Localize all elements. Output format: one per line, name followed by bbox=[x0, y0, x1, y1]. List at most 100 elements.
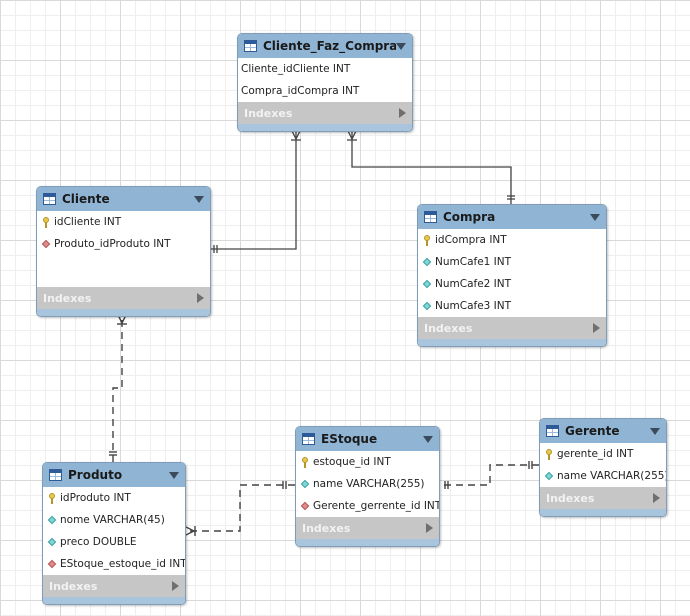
expand-icon[interactable] bbox=[399, 108, 406, 118]
primary-key-icon bbox=[301, 456, 310, 468]
column-row[interactable]: nome VARCHAR(45) bbox=[43, 509, 185, 531]
column-row[interactable]: name VARCHAR(255) bbox=[296, 473, 439, 495]
column-diamond-icon bbox=[423, 279, 432, 290]
column-label: EStoque_estoque_id INT bbox=[60, 558, 186, 570]
table-gerente[interactable]: Gerente gerente_id INT name VARCHAR(255)… bbox=[539, 418, 667, 517]
indexes-section[interactable]: Indexes bbox=[296, 517, 439, 539]
column-row[interactable]: idCompra INT bbox=[418, 229, 606, 251]
foreign-key-icon bbox=[301, 501, 310, 512]
column-diamond-icon bbox=[423, 257, 432, 268]
table-footer bbox=[238, 124, 412, 131]
table-icon bbox=[424, 211, 437, 223]
table-icon bbox=[49, 469, 62, 481]
table-header[interactable]: Gerente bbox=[540, 419, 666, 443]
indexes-section[interactable]: Indexes bbox=[37, 287, 210, 309]
relationship-produto-cliente[interactable] bbox=[109, 314, 127, 462]
primary-key-icon bbox=[48, 492, 57, 504]
table-title: Cliente bbox=[62, 192, 110, 206]
table-header[interactable]: Produto bbox=[43, 463, 185, 487]
column-diamond-icon bbox=[48, 537, 57, 548]
expand-icon[interactable] bbox=[653, 493, 660, 503]
table-title: EStoque bbox=[321, 432, 378, 446]
column-row[interactable]: Cliente_idCliente INT bbox=[238, 58, 412, 80]
column-row[interactable]: name VARCHAR(255) bbox=[540, 465, 666, 487]
table-title: Gerente bbox=[565, 424, 620, 438]
collapse-icon[interactable] bbox=[590, 213, 600, 221]
column-label: NumCafe3 INT bbox=[435, 300, 512, 312]
table-icon bbox=[546, 425, 559, 437]
column-row[interactable]: preco DOUBLE bbox=[43, 531, 185, 553]
column-diamond-icon bbox=[423, 301, 432, 312]
column-row[interactable]: Gerente_gerrente_id INT bbox=[296, 495, 439, 517]
collapse-icon[interactable] bbox=[650, 427, 660, 435]
table-header[interactable]: EStoque bbox=[296, 427, 439, 451]
column-row[interactable]: EStoque_estoque_id INT bbox=[43, 553, 185, 575]
column-row[interactable]: idProduto INT bbox=[43, 487, 185, 509]
indexes-section[interactable]: Indexes bbox=[418, 317, 606, 339]
collapse-icon[interactable] bbox=[194, 195, 204, 203]
column-diamond-icon bbox=[48, 515, 57, 526]
relationship-estoque-produto[interactable] bbox=[185, 481, 295, 536]
table-compra[interactable]: Compra idCompra INT NumCafe1 INT NumCafe… bbox=[417, 204, 607, 347]
column-label: name VARCHAR(255) bbox=[313, 478, 425, 490]
expand-icon[interactable] bbox=[426, 523, 433, 533]
collapse-icon[interactable] bbox=[169, 471, 179, 479]
table-header[interactable]: Compra bbox=[418, 205, 606, 229]
primary-key-icon bbox=[42, 216, 51, 228]
table-footer bbox=[296, 539, 439, 546]
column-label: idCompra INT bbox=[435, 234, 507, 246]
table-header[interactable]: Cliente bbox=[37, 187, 210, 211]
table-title: Compra bbox=[443, 210, 496, 224]
column-row[interactable]: NumCafe1 INT bbox=[418, 251, 606, 273]
indexes-section[interactable]: Indexes bbox=[540, 487, 666, 509]
column-label: preco DOUBLE bbox=[60, 536, 137, 548]
column-row[interactable]: NumCafe2 INT bbox=[418, 273, 606, 295]
expand-icon[interactable] bbox=[593, 323, 600, 333]
indexes-label: Indexes bbox=[302, 521, 351, 535]
table-footer bbox=[37, 309, 210, 316]
column-diamond-icon bbox=[301, 479, 310, 490]
table-produto[interactable]: Produto idProduto INT nome VARCHAR(45) p… bbox=[42, 462, 186, 605]
expand-icon[interactable] bbox=[172, 581, 179, 591]
indexes-label: Indexes bbox=[43, 291, 92, 305]
table-footer bbox=[418, 339, 606, 346]
primary-key-icon bbox=[423, 234, 432, 246]
column-label: idProduto INT bbox=[60, 492, 131, 504]
column-label: estoque_id INT bbox=[313, 456, 391, 468]
collapse-icon[interactable] bbox=[396, 42, 406, 50]
table-title: Cliente_Faz_Compra bbox=[263, 39, 396, 53]
table-header[interactable]: Cliente_Faz_Compra bbox=[238, 34, 412, 58]
table-estoque[interactable]: EStoque estoque_id INT name VARCHAR(255)… bbox=[295, 426, 440, 547]
column-row[interactable]: Compra_idCompra INT bbox=[238, 80, 412, 102]
relationship-compra-clientefazcompra[interactable] bbox=[347, 130, 515, 205]
table-footer bbox=[43, 597, 185, 604]
indexes-section[interactable]: Indexes bbox=[238, 102, 412, 124]
table-icon bbox=[244, 40, 257, 52]
column-label: Produto_idProduto INT bbox=[54, 238, 171, 250]
column-label: Compra_idCompra INT bbox=[241, 85, 360, 97]
table-icon bbox=[43, 193, 56, 205]
column-row[interactable]: NumCafe3 INT bbox=[418, 295, 606, 317]
table-title: Produto bbox=[68, 468, 123, 482]
column-label: Gerente_gerrente_id INT bbox=[313, 500, 440, 512]
primary-key-icon bbox=[545, 448, 554, 460]
indexes-section[interactable]: Indexes bbox=[43, 575, 185, 597]
column-row[interactable]: Produto_idProduto INT bbox=[37, 233, 210, 255]
column-row[interactable]: idCliente INT bbox=[37, 211, 210, 233]
column-label: gerente_id INT bbox=[557, 448, 634, 460]
relationship-cliente-clientefazcompra[interactable] bbox=[210, 130, 301, 253]
indexes-label: Indexes bbox=[546, 491, 595, 505]
expand-icon[interactable] bbox=[197, 293, 204, 303]
foreign-key-icon bbox=[42, 239, 51, 250]
table-icon bbox=[302, 433, 315, 445]
column-label: name VARCHAR(255) bbox=[557, 470, 667, 482]
relationship-gerente-estoque[interactable] bbox=[439, 461, 539, 489]
column-row[interactable]: gerente_id INT bbox=[540, 443, 666, 465]
column-label: Cliente_idCliente INT bbox=[241, 63, 351, 75]
table-cliente[interactable]: Cliente idCliente INT Produto_idProduto … bbox=[36, 186, 211, 317]
column-row[interactable]: estoque_id INT bbox=[296, 451, 439, 473]
foreign-key-icon bbox=[48, 559, 57, 570]
table-cliente-faz-compra[interactable]: Cliente_Faz_Compra Cliente_idCliente INT… bbox=[237, 33, 413, 132]
collapse-icon[interactable] bbox=[423, 435, 433, 443]
